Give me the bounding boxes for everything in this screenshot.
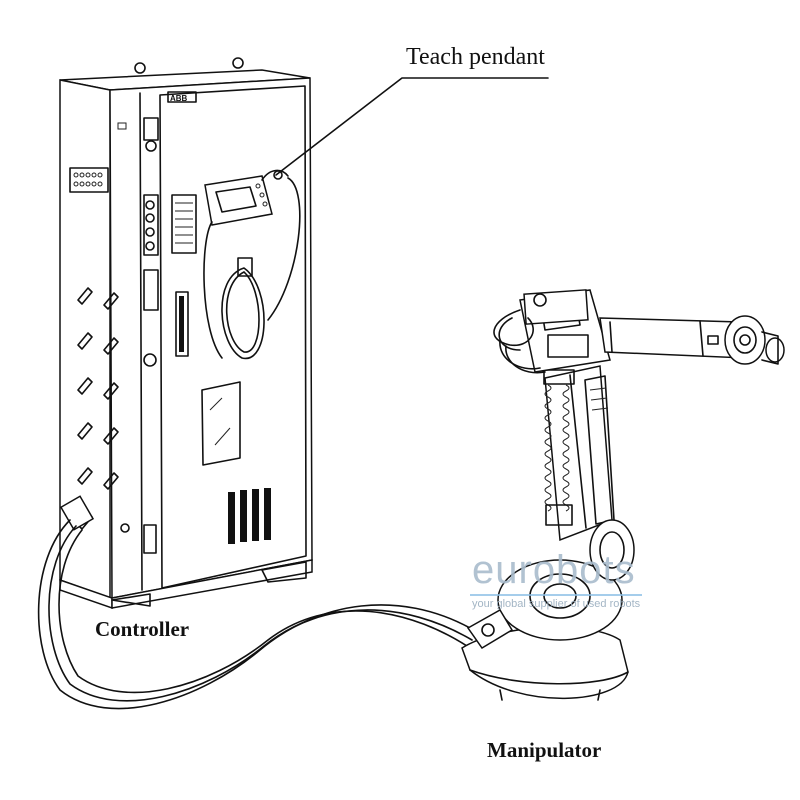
watermark-brand: eurobots — [472, 548, 636, 592]
watermark-underline — [470, 594, 642, 596]
teach-pendant-label: Teach pendant — [406, 44, 545, 70]
manipulator-label: Manipulator — [487, 738, 602, 762]
abb-logo: ABB — [170, 94, 188, 103]
connection-cables — [37, 495, 477, 710]
teach-pendant — [203, 169, 301, 359]
controller-cabinet: ABB — [59, 57, 313, 610]
watermark-tagline: your global supplier of used robots — [472, 598, 641, 610]
controller-label: Controller — [95, 617, 190, 641]
manipulator-robot — [461, 289, 785, 701]
teach-pendant-leader-line — [275, 77, 549, 176]
